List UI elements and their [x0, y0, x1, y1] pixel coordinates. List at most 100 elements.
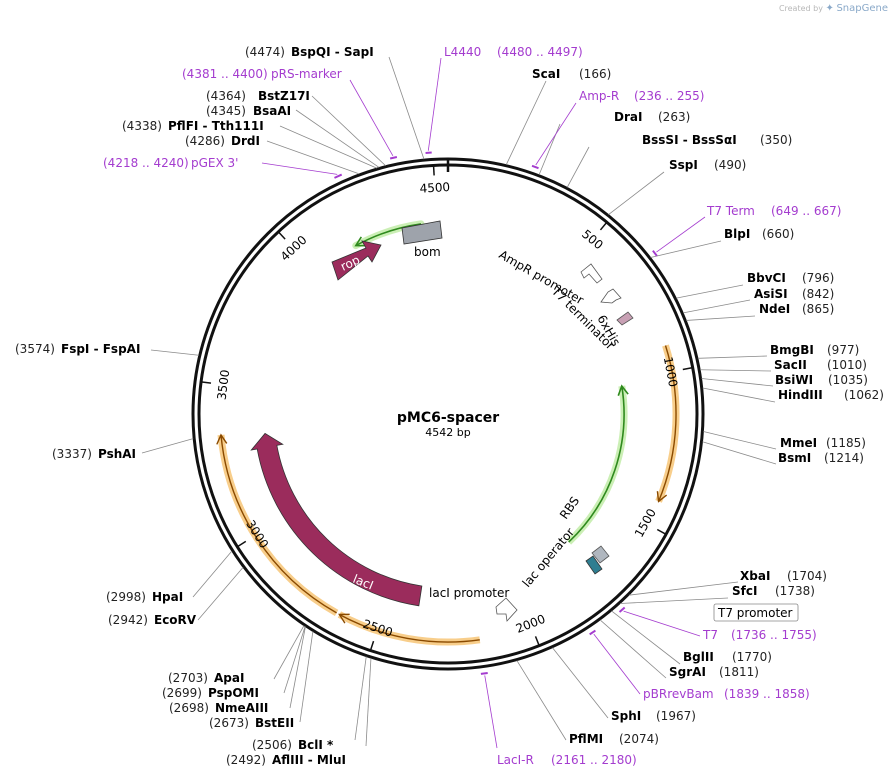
enzyme-name: PshAI	[98, 447, 136, 461]
enzyme-leader	[611, 610, 681, 665]
enzyme-name: DraI	[614, 110, 642, 124]
enzyme-name: BstZ17I	[258, 89, 310, 103]
primer-leader	[261, 162, 338, 175]
enzyme-pos: (865)	[802, 302, 834, 316]
primer-name: T7	[702, 628, 718, 642]
enzyme-leader	[150, 349, 199, 356]
primer-site	[531, 164, 539, 170]
primer-site	[652, 250, 658, 257]
enzyme-leader	[295, 109, 380, 168]
enzyme-pos: (1185)	[826, 436, 866, 450]
enzyme-leader	[650, 240, 722, 258]
enzyme-name: ApaI	[214, 671, 244, 685]
enzyme-pos: (490)	[714, 158, 746, 172]
enzyme-pos: (1010)	[827, 358, 867, 372]
enzyme-name: SfcI	[732, 584, 757, 598]
enzyme-name: BsaAI	[253, 104, 291, 118]
his-tag-box	[616, 311, 634, 326]
orange-arc-right-head	[656, 491, 668, 503]
tick-label: 2500	[361, 617, 394, 640]
orange-arc-bottom-glow	[337, 611, 481, 646]
tick-mark	[200, 381, 212, 384]
enzyme-pos: (1035)	[828, 373, 868, 387]
enzyme-leader	[311, 95, 386, 167]
enzyme-leader	[197, 567, 244, 621]
enzyme-pos: (4345)	[206, 104, 246, 118]
enzyme-leader	[676, 284, 744, 299]
primer-range: (236 .. 255)	[634, 89, 704, 103]
ampr-promoter-arrow	[580, 263, 603, 284]
primer-name: pBRrevBam	[643, 687, 714, 701]
rop-arrow	[331, 240, 382, 281]
enzyme-leader	[273, 625, 305, 680]
enzyme-pos: (4286)	[185, 134, 225, 148]
enzyme-pos: (1704)	[787, 569, 827, 583]
enzyme-pos: (1967)	[656, 709, 696, 723]
enzyme-pos: (1062)	[844, 388, 884, 402]
enzyme-pos: (2673)	[209, 716, 249, 730]
enzyme-name: SphI	[611, 709, 641, 723]
primer-leader	[535, 102, 577, 166]
orange-arc-left	[220, 434, 337, 614]
tick-mark	[682, 366, 693, 371]
enzyme-leader	[552, 647, 609, 719]
enzyme-leader	[700, 369, 772, 372]
orange-arc-bottom	[339, 613, 480, 643]
tick-mark	[534, 636, 540, 646]
primer-name: LacI-R	[497, 753, 534, 767]
enzyme-pos: (1738)	[775, 584, 815, 598]
primer-name: T7 Term	[706, 204, 755, 218]
enzyme-leader	[388, 56, 425, 160]
enzyme-leader	[192, 550, 233, 598]
enzyme-pos: (2698)	[169, 701, 209, 715]
primer-labels: L4440 (4480 .. 4497) (4381 .. 4400) pRS-…	[103, 45, 841, 767]
enzyme-name: AflIII - MluI	[272, 753, 346, 767]
enzyme-pos: (3574)	[15, 342, 55, 356]
enzyme-leader	[620, 597, 729, 604]
enzyme-pos: (977)	[827, 343, 859, 357]
bom-label: bom	[414, 245, 441, 259]
enzyme-pos: (350)	[760, 133, 792, 147]
enzyme-pos: (4338)	[122, 119, 162, 133]
enzyme-pos: (2492)	[226, 753, 266, 767]
laci-promoter-arrow	[495, 597, 518, 622]
leader-layer	[141, 56, 777, 749]
enzyme-pos: (2998)	[106, 590, 146, 604]
primer-leader	[623, 610, 701, 637]
enzyme-name: NmeAIII	[215, 701, 268, 715]
enzyme-name: FspI - FspAI	[61, 342, 140, 356]
feature-layer	[216, 220, 680, 646]
primer-site	[589, 629, 596, 636]
enzyme-pos: (166)	[579, 67, 611, 81]
primer-range: (4381 .. 4400)	[182, 67, 268, 81]
primer-range: (2161 .. 2180)	[551, 753, 637, 767]
enzyme-name: HpaI	[152, 590, 183, 604]
tick-label: 500	[579, 227, 606, 252]
enzyme-name: SspI	[669, 158, 698, 172]
primer-site	[389, 156, 398, 160]
tick-mark	[432, 165, 435, 176]
enzyme-pos: (796)	[802, 271, 834, 285]
primer-site	[480, 671, 488, 675]
primer-leader	[427, 57, 442, 151]
enzyme-leader	[299, 631, 314, 723]
enzyme-leader	[697, 355, 768, 359]
tick-mark	[236, 540, 247, 548]
enzyme-pos: (2942)	[108, 613, 148, 627]
enzyme-pos: (3337)	[52, 447, 92, 461]
laci-arrow	[250, 432, 423, 607]
enzyme-pos: (2074)	[619, 732, 659, 746]
enzyme-name: AsiSI	[754, 287, 788, 301]
primer-leader	[349, 79, 394, 157]
orange-arc-left-head	[216, 433, 228, 445]
enzyme-pos: (660)	[762, 227, 794, 241]
enzyme-name: BlpI	[724, 227, 750, 241]
enzyme-pos: (263)	[658, 110, 690, 124]
enzyme-name: XbaI	[740, 569, 770, 583]
enzyme-leader	[683, 299, 751, 314]
enzyme-name: BsmI	[778, 451, 811, 465]
enzyme-pos: (842)	[802, 287, 834, 301]
enzyme-pos: (1214)	[824, 451, 864, 465]
enzyme-name: PflFI - Tth111I	[168, 119, 264, 133]
cds-green-glow	[566, 385, 628, 545]
